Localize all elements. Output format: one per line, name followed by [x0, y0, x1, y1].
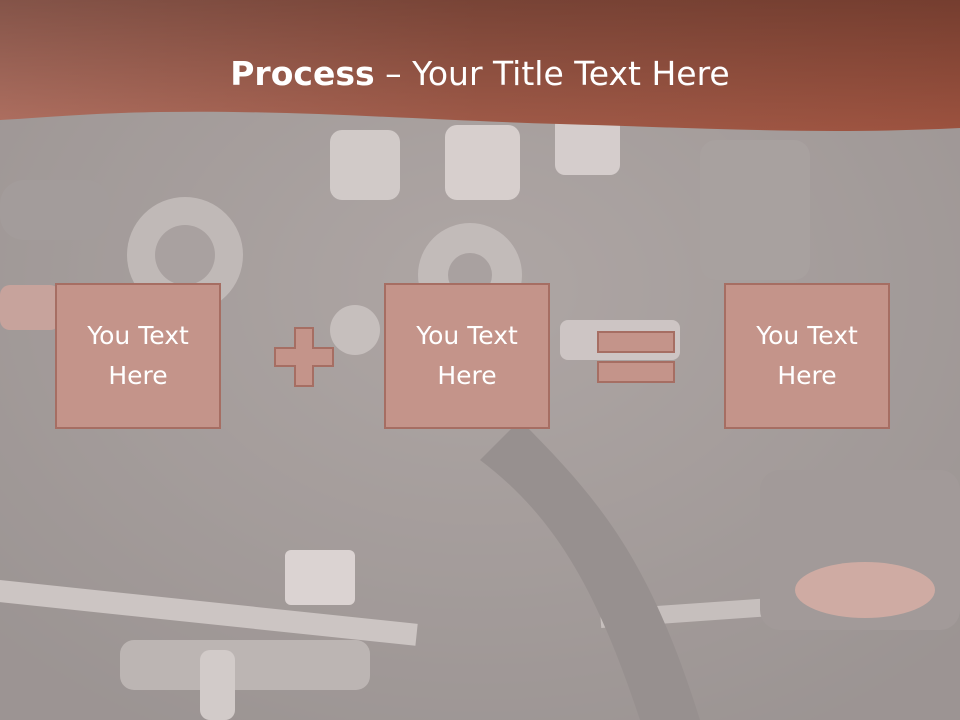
title-rest-text: – Your Title Text Here	[374, 54, 730, 93]
process-box-1: You Text Here	[55, 283, 221, 429]
process-box-3-label: You Text Here	[737, 316, 877, 396]
process-box-3-line1: You Text	[756, 321, 858, 350]
equals-icon	[597, 331, 675, 383]
header-band	[0, 0, 960, 131]
process-box-2-label: You Text Here	[397, 316, 537, 396]
process-box-2-line1: You Text	[416, 321, 518, 350]
process-box-1-line1: You Text	[87, 321, 189, 350]
process-box-2: You Text Here	[384, 283, 550, 429]
process-box-2-line2: Here	[437, 361, 497, 390]
process-box-1-line2: Here	[108, 361, 168, 390]
process-box-3-line2: Here	[777, 361, 837, 390]
plus-icon	[274, 327, 334, 387]
process-box-1-label: You Text Here	[68, 316, 208, 396]
title-bold-text: Process	[230, 54, 375, 93]
slide-title: Process – Your Title Text Here	[0, 52, 960, 96]
process-box-3: You Text Here	[724, 283, 890, 429]
